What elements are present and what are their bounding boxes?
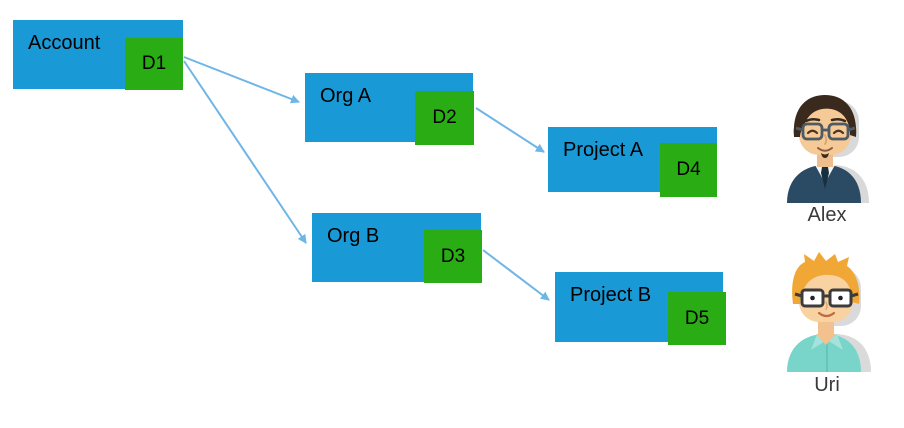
arrow-d2-to-project-a [475,107,545,153]
node-project-a: Project A D4 [548,127,717,197]
user-name-uri: Uri [814,374,840,396]
badge-d3: D3 [424,230,482,283]
user-avatar-alex [779,91,875,203]
badge-d5: D5 [668,292,726,345]
node-project-a-label: Project A [563,139,644,161]
badge-d1: D1 [125,38,183,90]
user-name-alex: Alex [807,204,847,226]
user-avatar-uri [779,252,875,372]
arrow-d1-to-org-a [183,56,300,104]
node-org-a-label: Org A [320,85,372,107]
node-project-b-label: Project B [570,284,652,306]
node-account-label: Account [28,32,101,54]
node-org-b: Org B D3 [312,213,482,283]
arrow-d3-to-project-b [482,249,550,301]
node-org-b-label: Org B [327,225,380,247]
node-account: Account D1 [13,20,183,90]
arrow-d1-to-org-b [183,60,307,244]
node-project-b: Project B D5 [555,272,726,345]
badge-d2: D2 [415,91,474,145]
male-blonde-hair-glasses-avatar-icon [787,252,871,372]
male-dark-hair-glasses-avatar-icon [787,95,869,203]
badge-d4: D4 [660,143,717,197]
node-org-a: Org A D2 [305,73,474,145]
